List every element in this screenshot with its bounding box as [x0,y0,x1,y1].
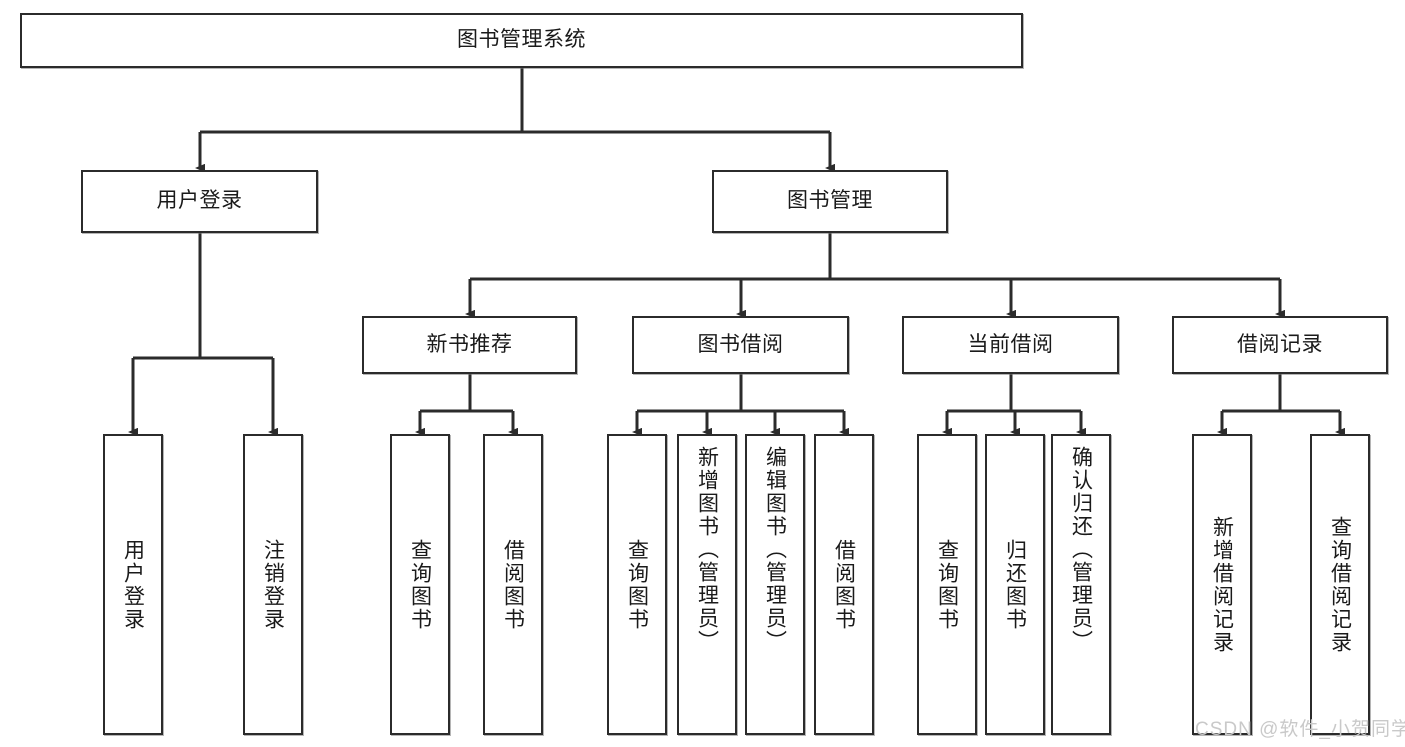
leaf-logout[interactable]: 注销登录 [243,434,303,735]
leaf-edit-book-label: 编辑图书（管理员） [763,446,787,653]
leaf-edit-book[interactable]: 编辑图书（管理员） [745,434,805,735]
leaf-user-login[interactable]: 用户登录 [103,434,163,735]
leaf-borrow-book-2-label: 借阅图书 [832,538,856,631]
leaf-borrow-book-1-label: 借阅图书 [501,538,525,631]
leaf-borrow-book-2[interactable]: 借阅图书 [814,434,874,735]
leaf-query-book-2-label: 查询图书 [625,538,649,631]
node-current-borrow-label: 当前借阅 [967,332,1054,356]
node-new-book-recommend[interactable]: 新书推荐 [362,316,577,374]
node-root[interactable]: 图书管理系统 [20,13,1023,68]
leaf-query-book-1[interactable]: 查询图书 [390,434,450,735]
leaf-add-record-label: 新增借阅记录 [1210,515,1234,654]
leaf-add-book-label: 新增图书（管理员） [695,446,719,653]
node-borrow-record-label: 借阅记录 [1237,332,1323,356]
leaf-query-record-label: 查询借阅记录 [1328,515,1352,654]
node-book-borrow[interactable]: 图书借阅 [632,316,849,374]
leaf-borrow-book-1[interactable]: 借阅图书 [483,434,543,735]
node-user-login[interactable]: 用户登录 [81,170,318,233]
leaf-add-book[interactable]: 新增图书（管理员） [677,434,737,735]
leaf-return-book-label: 归还图书 [1003,538,1027,631]
node-current-borrow[interactable]: 当前借阅 [902,316,1119,374]
leaf-user-login-label: 用户登录 [121,538,145,631]
leaf-query-book-2[interactable]: 查询图书 [607,434,667,735]
leaf-query-book-1-label: 查询图书 [408,538,432,631]
csdn-watermark: CSDN @软件_小贺同学 [1195,719,1405,740]
node-user-login-label: 用户登录 [156,189,243,213]
leaf-query-book-3-label: 查询图书 [935,538,959,631]
leaf-logout-label: 注销登录 [261,538,285,631]
node-book-manage[interactable]: 图书管理 [712,170,948,233]
leaf-confirm-return[interactable]: 确认归还（管理员） [1051,434,1111,735]
leaf-return-book[interactable]: 归还图书 [985,434,1045,735]
node-book-manage-label: 图书管理 [787,189,873,213]
leaf-query-book-3[interactable]: 查询图书 [917,434,977,735]
node-new-book-recommend-label: 新书推荐 [426,332,513,356]
leaf-query-record[interactable]: 查询借阅记录 [1310,434,1370,735]
node-root-label: 图书管理系统 [457,28,586,52]
node-borrow-record[interactable]: 借阅记录 [1172,316,1388,374]
leaf-add-record[interactable]: 新增借阅记录 [1192,434,1252,735]
leaf-confirm-return-label: 确认归还（管理员） [1069,446,1093,653]
node-book-borrow-label: 图书借阅 [697,332,784,356]
